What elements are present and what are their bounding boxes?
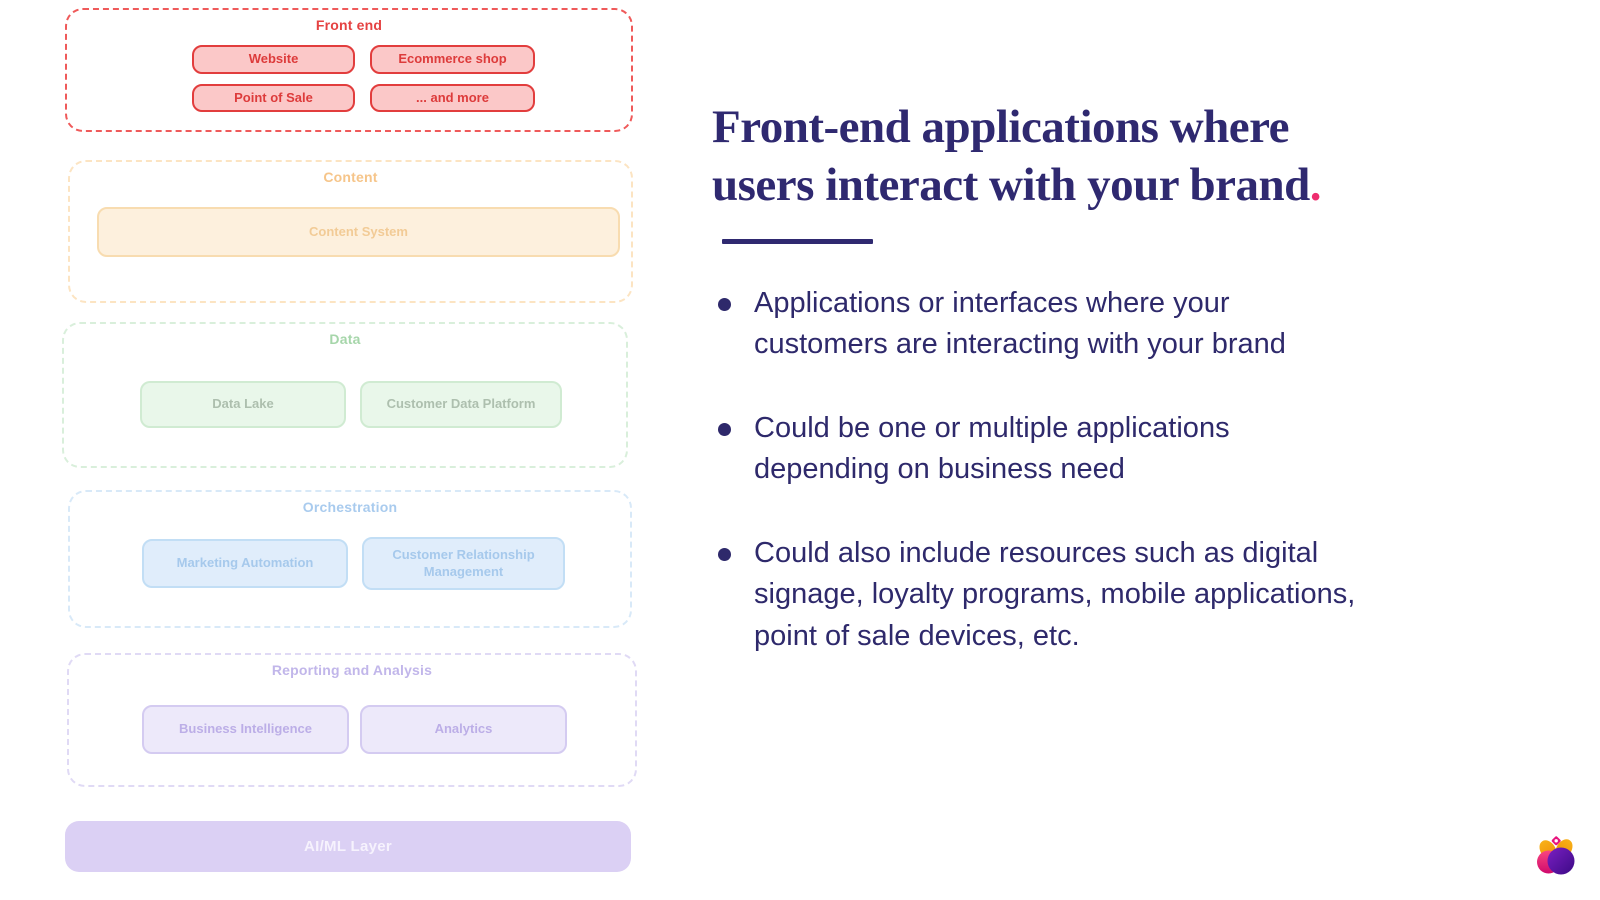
bullet-item: Applications or interfaces where your cu… — [718, 283, 1458, 366]
bullet-item: Could also include resources such as dig… — [718, 533, 1458, 657]
node-customer-relationship-management: Customer Relationship Management — [362, 537, 565, 590]
bullet-line: point of sale devices, etc. — [754, 619, 1080, 652]
bullet-line: depending on business need — [754, 453, 1125, 486]
bullet-item: Could be one or multiple applications de… — [718, 408, 1458, 491]
layer-front-end-label: Front end — [315, 17, 383, 33]
layer-orchestration-label: Orchestration — [302, 499, 398, 515]
bullet-line: Could be one or multiple applications — [754, 411, 1230, 444]
node-data-lake: Data Lake — [140, 381, 346, 428]
lotus-flower-logo-icon — [1537, 836, 1575, 875]
node-point-of-sale: Point of Sale — [192, 84, 355, 112]
title-underline-rule — [722, 239, 873, 244]
layer-data: Data Data Lake Customer Data Platform — [62, 322, 628, 468]
bullet-line: Could also include resources such as dig… — [754, 536, 1319, 569]
bullet-list: Applications or interfaces where your cu… — [718, 283, 1458, 699]
bullet-line: Applications or interfaces where your — [754, 287, 1230, 319]
layer-orchestration: Orchestration Marketing Automation Custo… — [68, 490, 632, 628]
layer-front-end: Front end Website Ecommerce shop Point o… — [65, 8, 633, 132]
layer-aiml-band: AI/ML Layer — [65, 821, 631, 872]
node-business-intelligence: Business Intelligence — [142, 705, 349, 754]
node-ecommerce-shop: Ecommerce shop — [370, 45, 535, 74]
bullet-dot-icon — [718, 298, 731, 311]
layer-reporting-label: Reporting and Analysis — [271, 662, 433, 678]
page-title: Front-end applications where users intera… — [712, 98, 1432, 215]
layer-data-label: Data — [329, 331, 361, 347]
bullet-text: Applications or interfaces where your cu… — [754, 283, 1286, 366]
page-title-line1: Front-end applications where — [712, 101, 1290, 153]
bullet-line: signage, loyalty programs, mobile applic… — [754, 578, 1356, 611]
node-website: Website — [192, 45, 355, 74]
node-and-more: ... and more — [370, 84, 535, 112]
layer-content: Content Content System — [68, 160, 633, 303]
bullet-dot-icon — [718, 547, 731, 561]
bullet-text: Could be one or multiple applications de… — [754, 408, 1230, 491]
bullet-line: customers are interacting with your bran… — [754, 328, 1286, 361]
bullet-dot-icon — [718, 422, 731, 436]
layer-content-label: Content — [323, 169, 378, 185]
node-content-system: Content System — [97, 207, 620, 257]
layer-reporting-and-analysis: Reporting and Analysis Business Intellig… — [67, 653, 637, 787]
node-analytics: Analytics — [360, 705, 567, 754]
node-customer-data-platform: Customer Data Platform — [360, 381, 562, 428]
title-accent-period: . — [1309, 159, 1322, 212]
bullet-text: Could also include resources such as dig… — [754, 533, 1355, 657]
page-title-line2: users interact with your brand — [712, 159, 1310, 212]
node-marketing-automation: Marketing Automation — [142, 539, 348, 588]
